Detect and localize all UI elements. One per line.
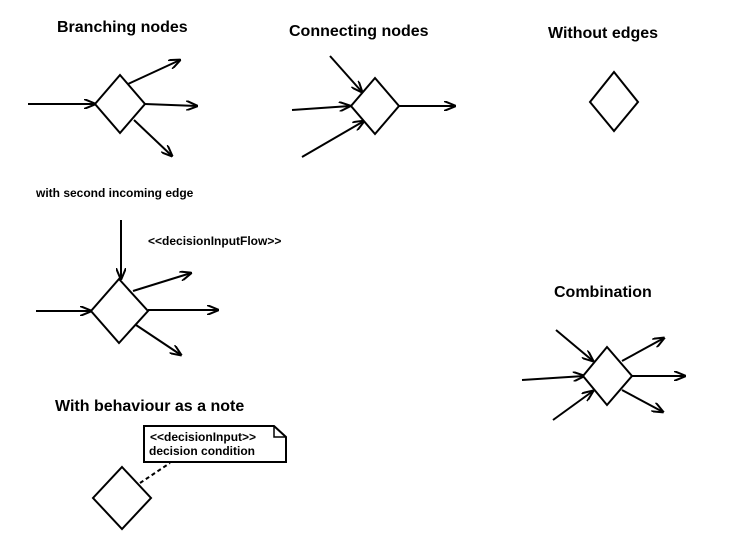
outgoing-edge: [135, 324, 181, 355]
branching-title: Branching nodes: [57, 19, 188, 36]
decision-node: [91, 465, 153, 531]
outgoing-edge: [127, 60, 180, 85]
connecting-nodes-example: Connecting nodes: [289, 23, 455, 158]
outgoing-edge: [133, 119, 172, 156]
outgoing-edge: [144, 104, 197, 106]
without-edges-example: Without edges: [548, 25, 658, 133]
connecting-title: Connecting nodes: [289, 23, 429, 40]
incoming-edge: [521, 376, 584, 380]
outgoing-edge: [621, 389, 663, 412]
behaviour-note-title: With behaviour as a note: [55, 398, 244, 415]
incoming-edge: [291, 106, 350, 110]
outgoing-edge: [132, 273, 191, 292]
decision-node: [93, 73, 147, 135]
without-edges-title: Without edges: [548, 25, 658, 42]
note-folded-corner: [273, 426, 286, 438]
incoming-edge: [329, 55, 362, 92]
decision-node: [581, 345, 634, 407]
note-box: [143, 425, 287, 463]
note-anchor-line: [139, 462, 171, 484]
decision-node: [89, 277, 150, 345]
branching-nodes-example: Branching nodes: [28, 19, 197, 156]
decision-input-flow-label: <<decisionInputFlow>>: [148, 234, 281, 248]
second-incoming-example: with second incoming edge <<decisionInpu…: [35, 186, 281, 355]
decision-node: [588, 70, 640, 133]
note-condition: decision condition: [149, 444, 255, 458]
combination-example: Combination: [521, 284, 685, 421]
incoming-edge: [555, 329, 593, 361]
note-stereotype: <<decisionInput>>: [150, 430, 256, 444]
second-incoming-title: with second incoming edge: [35, 186, 194, 200]
behaviour-note-example: With behaviour as a note <<decisionInput…: [55, 398, 287, 531]
decision-node: [349, 76, 401, 136]
incoming-edge: [552, 391, 593, 421]
incoming-edge: [301, 121, 364, 158]
combination-title: Combination: [554, 284, 652, 301]
outgoing-edge: [621, 338, 664, 362]
